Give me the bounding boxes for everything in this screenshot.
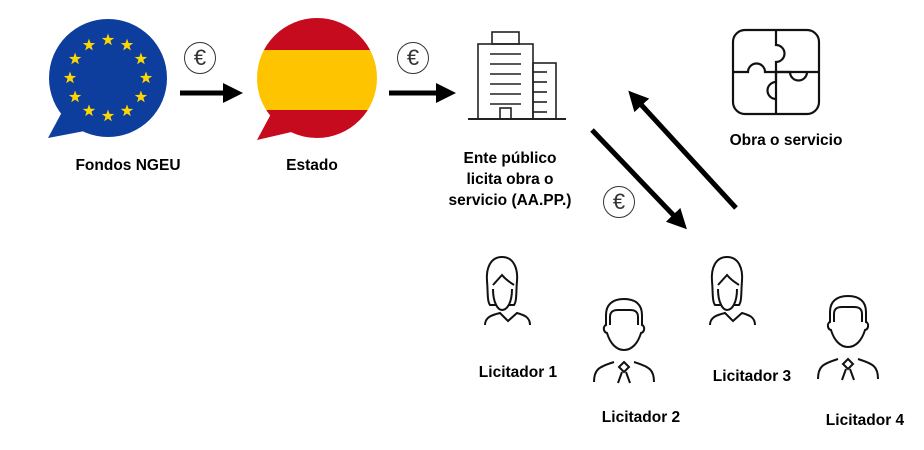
public-entity-label-line: licita obra o bbox=[466, 171, 554, 188]
euro-coin-icon: € bbox=[397, 42, 429, 74]
bidder-label: Licitador 1 bbox=[478, 364, 558, 381]
eu-funds-label: Fondos NGEU bbox=[75, 157, 181, 174]
euro-symbol: € bbox=[406, 45, 420, 70]
eu-star-icon bbox=[120, 104, 134, 117]
eu-star-icon bbox=[120, 38, 134, 51]
arrow-entity-to-bidders bbox=[590, 128, 687, 230]
bidder-label: Licitador 4 bbox=[825, 412, 905, 429]
eu-star-icon bbox=[68, 90, 82, 103]
public-entity-label-line: servicio (AA.PP.) bbox=[448, 192, 572, 209]
euro-coin-icon: € bbox=[184, 42, 216, 74]
eu-star-icon bbox=[68, 52, 82, 65]
bidder-label: Licitador 3 bbox=[712, 368, 792, 385]
eu-star-icon bbox=[82, 38, 96, 51]
eu-star-icon bbox=[101, 109, 115, 122]
eu-star-icon bbox=[139, 71, 153, 84]
arrow-bidders-to-entity bbox=[628, 90, 738, 210]
public-entity-label: Ente público licita obra o servicio (AA.… bbox=[430, 148, 590, 211]
eu-star-icon bbox=[82, 104, 96, 117]
euro-symbol: € bbox=[612, 189, 626, 214]
work-label: Obra o servicio bbox=[729, 132, 843, 149]
euro-coin-icon: € bbox=[603, 186, 635, 218]
state-label: Estado bbox=[286, 157, 338, 174]
eu-star-icon bbox=[101, 33, 115, 46]
bidder-label: Licitador 2 bbox=[601, 409, 681, 426]
eu-star-icon bbox=[134, 52, 148, 65]
eu-star-icon bbox=[63, 71, 77, 84]
euro-symbol: € bbox=[193, 45, 207, 70]
public-entity-label-line: Ente público bbox=[463, 150, 557, 167]
eu-star-icon bbox=[134, 90, 148, 103]
